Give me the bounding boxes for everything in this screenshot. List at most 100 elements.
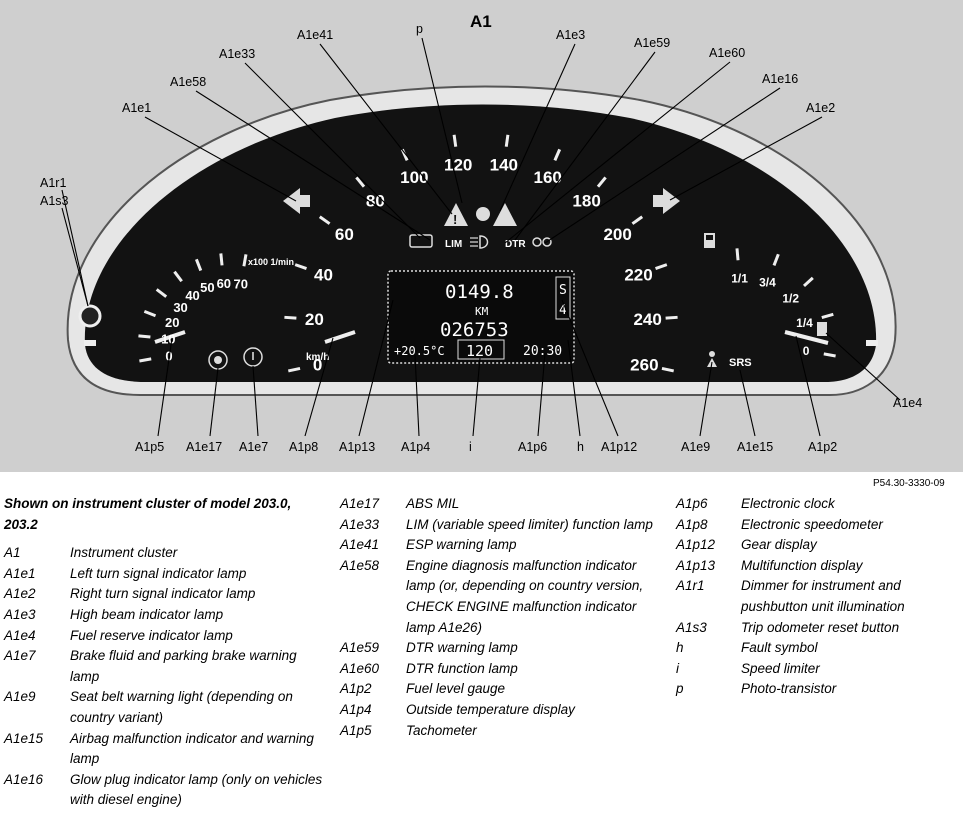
speed-limit-readout: 120 — [466, 342, 493, 360]
scale-tick — [631, 215, 644, 225]
legend-code: A1p4 — [340, 701, 372, 717]
scale-label: 80 — [366, 192, 385, 211]
fuel-reserve-lamp — [817, 322, 827, 336]
callout-label: i — [469, 440, 472, 454]
scale-tick — [155, 288, 168, 298]
high-beam-icon — [470, 235, 489, 249]
leader-line — [319, 43, 453, 215]
callout-label: A1p4 — [401, 440, 431, 454]
legend-code: A1p8 — [676, 516, 708, 532]
scale-tick — [143, 309, 157, 318]
scale-tick — [452, 134, 458, 147]
scale-label: 1/4 — [796, 316, 813, 330]
leader-line — [195, 90, 431, 241]
photo-code: P54.30-3330-09 — [873, 478, 945, 489]
scale-tick — [294, 263, 307, 271]
trip-reset-button[interactable] — [78, 304, 102, 328]
scale-label: 10 — [161, 331, 175, 346]
scale-label: 120 — [444, 156, 472, 175]
right-edge-marker — [866, 340, 878, 346]
leader-line — [252, 365, 259, 437]
scale-tick — [173, 270, 183, 283]
legend-code: A1e33 — [340, 516, 380, 532]
callout-label: A1e3 — [556, 28, 586, 42]
legend-code: A1e16 — [4, 771, 44, 787]
scale-label: 40 — [314, 266, 333, 285]
legend-code: A1r1 — [676, 578, 705, 594]
leader-line — [144, 116, 297, 202]
scale-label: 140 — [490, 156, 518, 175]
tachometer-needle — [154, 330, 186, 344]
legend-description: Glow plug indicator lamp (only on vehicl… — [70, 771, 323, 808]
callout-label: A1e4 — [893, 396, 923, 410]
leader-line — [358, 299, 394, 437]
scale-tick — [821, 312, 834, 320]
diagram-title: A1 — [470, 12, 492, 31]
speedometer-needle — [324, 330, 356, 344]
multifunction-display — [387, 270, 575, 364]
legend-code: A1e4 — [4, 627, 36, 643]
legend-description: Gear display — [741, 537, 817, 553]
legend-entry: A1e16 Glow plug indicator lamp (only on v… — [4, 770, 324, 811]
scale-tick — [772, 253, 780, 266]
scale-tick — [219, 253, 224, 266]
leader-line — [669, 116, 823, 201]
scale-label: 50 — [200, 280, 214, 295]
legend-description: DTR function lamp — [406, 660, 518, 676]
fuel-scale: 01/41/23/41/1 — [731, 248, 836, 358]
callout-label: A1e9 — [681, 440, 711, 454]
scale-tick — [735, 248, 740, 261]
glow-plug-icon — [532, 237, 552, 247]
legend-code: A1e17 — [340, 496, 380, 511]
scale-tick — [665, 315, 678, 320]
legend-description: Seat belt warning light (depending on co… — [70, 689, 293, 725]
scale-label: 3/4 — [759, 275, 776, 289]
leader-line — [567, 339, 581, 437]
legend-description: Dimmer for instrument and pushbutton uni… — [741, 578, 905, 614]
gear-top: S — [559, 283, 567, 298]
scale-tick — [504, 134, 510, 147]
left-turn-arrow-icon — [283, 188, 310, 214]
leader-line — [244, 62, 421, 239]
clock-readout: 20:30 — [523, 344, 562, 359]
trip-readout: 0149.8 — [445, 281, 514, 303]
legend-description: Engine diagnosis malfunction indicator l… — [406, 557, 644, 635]
legend-description: Tachometer — [406, 722, 477, 738]
scale-label: 220 — [624, 266, 652, 285]
leader-line — [157, 337, 173, 437]
legend-heading: Shown on instrument cluster of model 203… — [4, 496, 292, 532]
callout-label: A1e15 — [737, 440, 774, 454]
leader-line — [61, 189, 89, 307]
callout-label: A1e1 — [122, 101, 152, 115]
callout-label: A1r1 — [40, 176, 67, 190]
legend-code: A1s3 — [676, 619, 707, 635]
legend-description: Multifunction display — [741, 557, 863, 573]
callout-label: A1e60 — [709, 46, 746, 60]
legend-code: A1e58 — [340, 557, 380, 573]
trip-unit: KM — [475, 305, 489, 318]
scale-label: 1/1 — [731, 271, 748, 285]
legend-description: Speed limiter — [741, 660, 820, 676]
legend-code: A1e3 — [4, 606, 36, 622]
legend-entry: A1p8 Electronic speedometer — [676, 515, 963, 536]
scale-tick — [823, 352, 836, 358]
scale-label: 240 — [633, 310, 661, 329]
callout-label: A1e59 — [634, 36, 671, 50]
esp-warning-icon: ! — [444, 203, 468, 227]
legend-description: Electronic speedometer — [741, 516, 883, 532]
leader-lines — [61, 37, 901, 437]
scale-tick — [355, 176, 366, 188]
scale-label: 160 — [534, 168, 562, 187]
